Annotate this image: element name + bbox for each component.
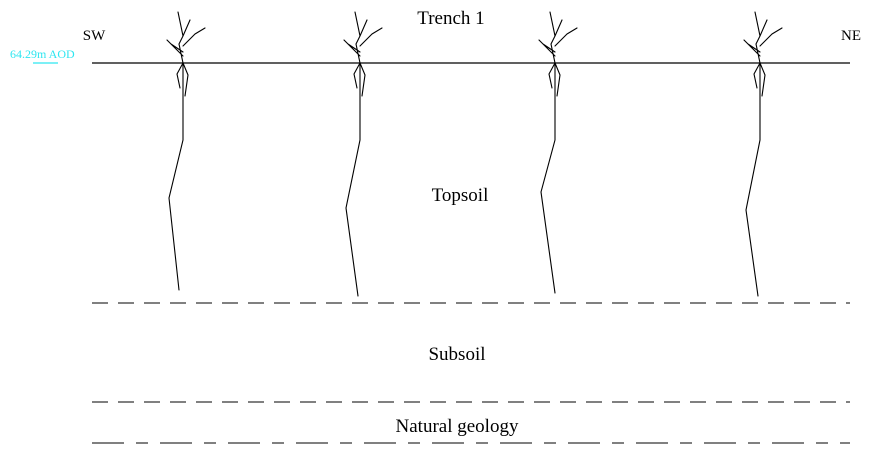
plant-root-symbol (166, 11, 206, 291)
plant-root-symbol (343, 11, 383, 297)
subsoil-label: Subsoil (428, 344, 485, 365)
topsoil-label: Topsoil (432, 185, 489, 206)
ne-label: NE (841, 28, 861, 44)
plant-root-symbol (743, 11, 783, 297)
trench-title: Trench 1 (417, 8, 484, 29)
plant-root-symbol (538, 11, 578, 294)
sw-label: SW (83, 28, 106, 44)
natural-geology-label: Natural geology (396, 416, 519, 437)
datum-label: 64.29m AOD (10, 47, 75, 61)
